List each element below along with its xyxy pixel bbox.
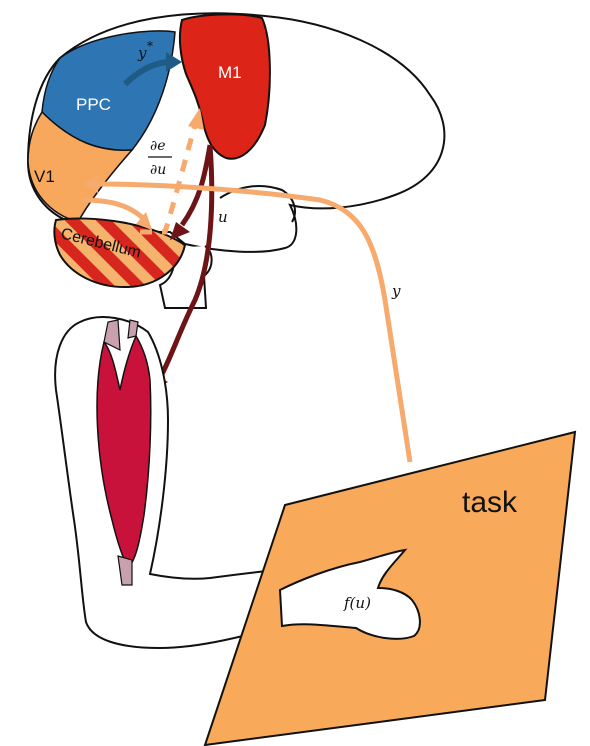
f-u-label: f(u) xyxy=(343,594,371,612)
gradient-denominator: ∂u xyxy=(150,162,166,178)
m1-label: M1 xyxy=(218,63,242,82)
y-star-superscript: * xyxy=(147,39,153,53)
y-star-label: y xyxy=(137,44,147,62)
v1-label: V1 xyxy=(34,167,55,186)
ppc-label: PPC xyxy=(76,95,111,114)
gradient-numerator: ∂e xyxy=(150,138,166,154)
task-label: task xyxy=(462,486,518,519)
y-label: y xyxy=(391,282,401,300)
u-label: u xyxy=(218,208,228,226)
